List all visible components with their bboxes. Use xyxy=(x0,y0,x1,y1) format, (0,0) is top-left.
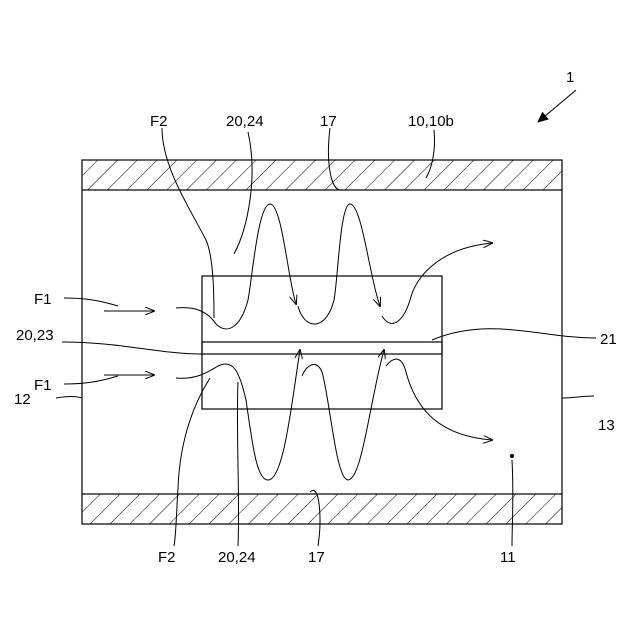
divider-plate xyxy=(202,342,442,354)
label-channel: 11 xyxy=(500,549,516,566)
label-plate: 20,23 xyxy=(16,327,54,344)
upper-flow-path-2 xyxy=(298,204,380,324)
channel-point xyxy=(510,454,514,458)
top-wall xyxy=(82,160,562,190)
f1-bottom-leader xyxy=(64,376,118,384)
bottom-wall xyxy=(82,494,562,524)
label-wall: 10,10b xyxy=(408,113,454,130)
upper-flow-exit xyxy=(382,243,492,323)
label-divider: 21 xyxy=(600,331,617,348)
f1-top-leader xyxy=(64,298,118,306)
lower-flow-exit xyxy=(386,359,492,440)
label-f2-bottom: F2 xyxy=(158,549,176,566)
label-outlet: 13 xyxy=(598,417,615,434)
label-device: 1 xyxy=(566,69,574,86)
label-ridge-top: 17 xyxy=(320,113,337,130)
label-inlet: 12 xyxy=(14,391,31,408)
label-ridge-bottom: 17 xyxy=(308,549,325,566)
label-f2-top: F2 xyxy=(150,113,168,130)
upper-flow-path xyxy=(176,204,296,329)
label-fin-top: 20,24 xyxy=(226,113,264,130)
lower-flow-path-2 xyxy=(302,350,384,480)
label-f1-bottom: F1 xyxy=(34,377,52,394)
label-f1-top: F1 xyxy=(34,291,52,308)
label-fin-bottom: 20,24 xyxy=(218,549,256,566)
